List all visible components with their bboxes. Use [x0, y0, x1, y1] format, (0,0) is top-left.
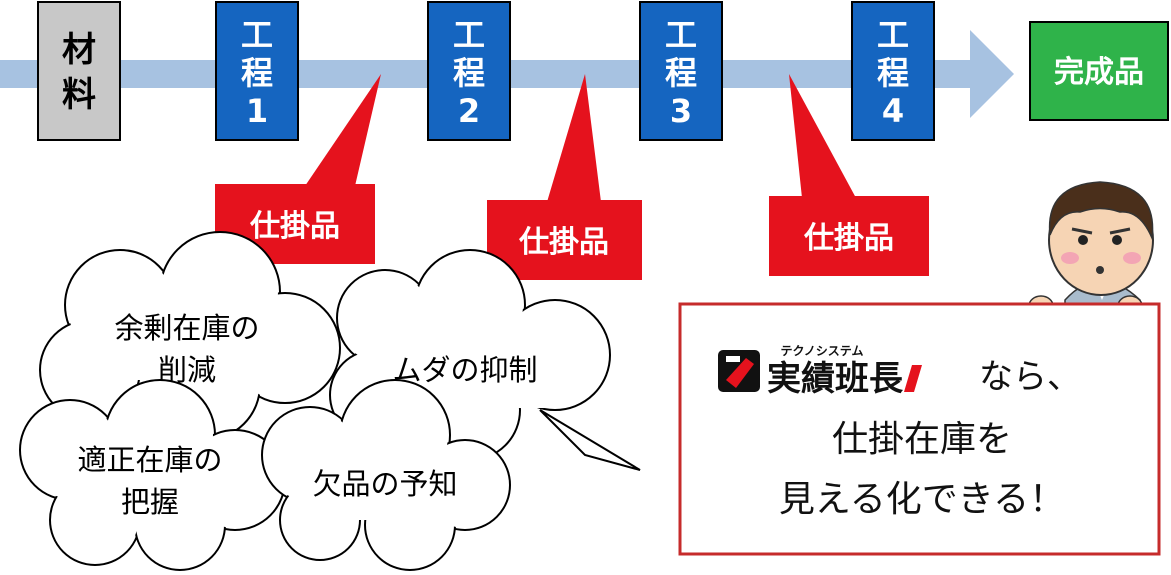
wip-label-2: 仕掛品 — [518, 225, 609, 260]
logo-mark-icon — [718, 350, 760, 392]
material-box: 材 料 — [37, 1, 121, 141]
step-3-char-2: 程 — [665, 54, 697, 92]
step-4-number: 4 — [882, 92, 904, 130]
step-3-number: 3 — [670, 92, 692, 130]
cloud-3-line-2: 把握 — [121, 485, 179, 519]
wip-callout-3: 仕掛品 — [769, 74, 929, 276]
cloud-3-line-1: 適正在庫の — [77, 443, 222, 477]
cloud-4-line-1: 欠品の予知 — [312, 467, 457, 501]
product-label: 完成品 — [1054, 55, 1144, 90]
step-2-char-1: 工 — [453, 16, 485, 54]
message-line-2: 仕掛在庫を — [832, 419, 1012, 460]
step-2-char-2: 程 — [453, 54, 485, 92]
message-box: テクノシステム 実績班長 なら、 仕掛在庫を 見える化できる！ — [678, 302, 1161, 556]
cloud-shortage-forecast: 欠品の予知 — [261, 379, 511, 571]
step-1-char-2: 程 — [241, 54, 273, 92]
process-step-3: 工 程 3 — [639, 1, 723, 141]
wip-label-1: 仕掛品 — [249, 209, 340, 244]
message-line-1-suffix: なら、 — [979, 357, 1081, 397]
step-1-char-1: 工 — [241, 16, 273, 54]
process-step-4: 工 程 4 — [851, 1, 935, 141]
step-4-char-2: 程 — [877, 54, 909, 92]
character-illustration — [1025, 181, 1154, 320]
message-line-3: 見える化できる！ — [779, 479, 1065, 520]
cloud-1-line-1: 余剰在庫の — [114, 311, 259, 345]
process-step-1: 工 程 1 — [215, 1, 299, 141]
material-label-1: 材 — [62, 30, 96, 70]
wip-callout-1: 仕掛品 — [215, 74, 381, 264]
step-1-number: 1 — [246, 92, 268, 130]
step-4-char-1: 工 — [877, 16, 909, 54]
logo-tagline: テクノシステム — [781, 344, 864, 358]
logo-name: 実績班長 — [767, 359, 904, 399]
product-box: 完成品 — [1029, 21, 1169, 121]
process-step-2: 工 程 2 — [427, 1, 511, 141]
wip-label-3: 仕掛品 — [803, 221, 894, 256]
material-label-2: 料 — [62, 75, 96, 115]
wip-callout-2: 仕掛品 — [487, 74, 642, 280]
step-3-char-1: 工 — [665, 16, 697, 54]
cloud-2-line-1: ムダの抑制 — [392, 353, 537, 387]
step-2-number: 2 — [458, 92, 480, 130]
